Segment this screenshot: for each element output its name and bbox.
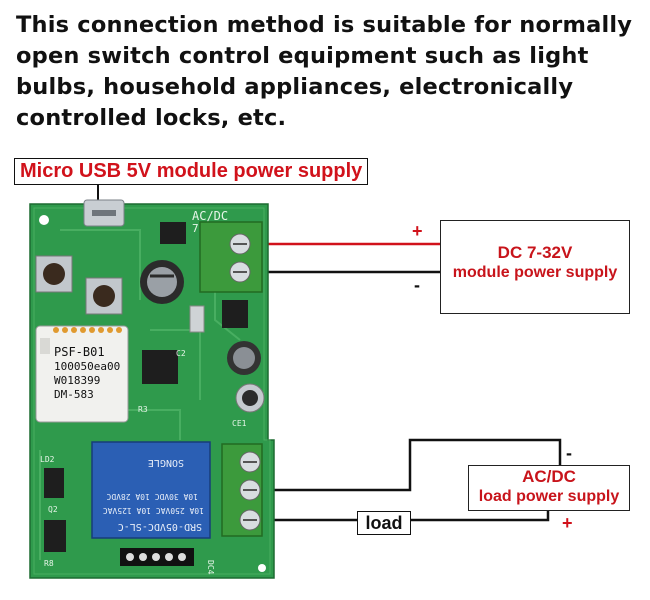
board-label-acdc: AC/DC xyxy=(192,209,228,223)
label-ce1: CE1 xyxy=(232,419,247,428)
power-terminal-block xyxy=(199,221,263,293)
relay-brand: SONGLE xyxy=(148,457,184,468)
dc-minus-sign: - xyxy=(414,275,420,295)
dc-plus-sign: + xyxy=(412,221,423,241)
relay-model: SRD-05VDC-SL-C xyxy=(118,521,202,532)
label-q2: Q2 xyxy=(48,505,58,514)
push-button-2 xyxy=(85,277,123,315)
load-supply-label: load power supply xyxy=(478,488,620,505)
headline: This connection method is suitable for n… xyxy=(16,12,633,131)
inductor xyxy=(227,341,261,375)
wifi-module-serial: W018399 xyxy=(54,374,100,387)
load-plus-sign: + xyxy=(562,513,573,533)
load-minus-sign: - xyxy=(566,443,572,463)
wifi-module: PSF-B01 100050ea00 W018399 DM-583 xyxy=(35,325,129,423)
ic-chip xyxy=(222,300,248,328)
relay: SRD-05VDC-SL-C 10A 250VAC 10A 125VAC 10A… xyxy=(91,441,211,539)
transistor xyxy=(44,468,64,498)
label-c2: C2 xyxy=(176,349,186,358)
regulator-chip xyxy=(160,222,186,244)
load-positive-wire-2 xyxy=(410,509,550,522)
load-label: load xyxy=(357,511,411,535)
dc-supply-label: module power supply xyxy=(452,264,618,281)
wiring xyxy=(97,182,562,522)
label-r3: R3 xyxy=(138,405,148,414)
dc-power-supply-box: DC 7-32V module power supply xyxy=(440,220,630,314)
label-dc4: DC4 xyxy=(206,560,215,575)
load-type-label: AC/DC xyxy=(522,467,576,486)
load-negative-wire xyxy=(262,438,562,492)
push-button-1 xyxy=(35,255,73,293)
relay-rating-ac: 10A 250VAC 10A 125VAC xyxy=(103,506,204,515)
usb-power-label: Micro USB 5V module power supply xyxy=(14,158,369,185)
relay-rating-dc: 10A 30VDC 10A 28VDC xyxy=(106,492,198,501)
load-power-supply-box: AC/DC load power supply xyxy=(468,465,630,511)
wifi-module-model: PSF-B01 xyxy=(54,345,105,359)
label-ld2: LD2 xyxy=(40,455,55,464)
electrolytic-capacitor xyxy=(140,260,184,304)
wifi-module-id: 100050ea00 xyxy=(54,360,120,373)
label-r8: R8 xyxy=(44,559,54,568)
pcb: AC/DC 7-32V xyxy=(29,199,275,579)
small-capacitor xyxy=(235,383,265,413)
header-pins xyxy=(120,548,194,566)
dc-voltage-label: DC 7-32V xyxy=(497,243,573,262)
wifi-module-code: DM-583 xyxy=(54,388,94,401)
